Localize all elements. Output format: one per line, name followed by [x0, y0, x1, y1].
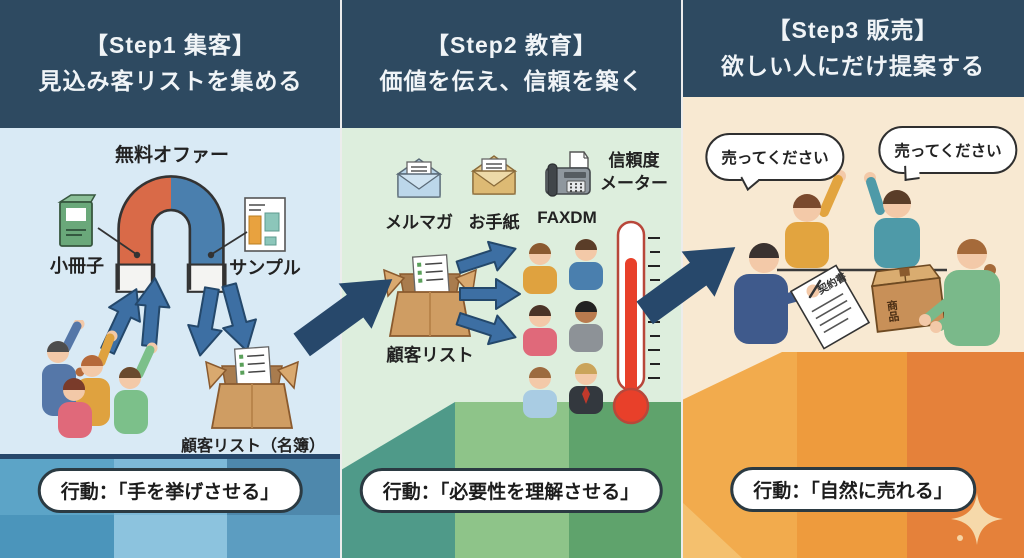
speech-bubble-left: 売ってください [705, 133, 845, 181]
step1-band-topline [0, 454, 341, 459]
right-arrow-icon [455, 240, 517, 274]
step2-header-line2: 価値を伝え、信頼を築く [379, 68, 644, 94]
trust-meter-label: 信頼度 メーター [600, 150, 668, 196]
letter-envelope-icon [470, 155, 518, 195]
customer-list-box-icon [383, 254, 477, 337]
down-arrow-icon [221, 282, 257, 352]
letter-label: お手紙 [468, 213, 520, 232]
customer-list-label: 顧客リスト [386, 345, 474, 365]
free-offer-label: 無料オファー [114, 145, 230, 166]
step1-action-text: 行動：「手を挙げさせる」 [60, 482, 280, 503]
step1-header-line2: 見込み客リストを集める [38, 68, 303, 94]
step1-action-pill: 行動：「手を挙げさせる」 [37, 468, 303, 513]
trust-meter-label-line2: メーター [600, 173, 668, 193]
panel-divider [340, 0, 342, 558]
step2-header-line1: 【Step2 教育】 [425, 32, 598, 59]
up-arrow-icon [134, 277, 171, 348]
sales-scene [734, 170, 1000, 350]
sparkle-icon [951, 493, 1003, 545]
raising-hands-people [42, 320, 158, 438]
newsletter-envelope-icon [395, 158, 443, 198]
customer-list-box-icon [205, 346, 299, 429]
sample-label: サンプル [229, 258, 301, 278]
step3-action-text: 行動：「自然に売れる」 [753, 481, 953, 502]
sample-icon [244, 197, 286, 252]
speech-bubble-right-text: 売ってください [894, 143, 1002, 160]
trust-meter-label-line1: 信頼度 [608, 151, 660, 170]
step3-header: 【Step3 販売】 欲しい人にだけ提案する [682, 0, 1024, 97]
step1-to-step2-arrow [293, 279, 393, 357]
booklet-icon [57, 194, 97, 247]
step2-to-step3-arrow [636, 247, 736, 325]
step2-action-text: 行動：「必要性を理解させる」 [382, 482, 640, 503]
booklet-label: 小冊子 [50, 256, 104, 276]
step2-flow-arrows [455, 240, 521, 346]
customer-list-box-label: 顧客リスト（名簿） [180, 438, 326, 455]
fax-machine-icon [545, 151, 591, 197]
right-arrow-icon [455, 312, 517, 346]
down-arrow-icon [187, 286, 223, 357]
step3-header-line2: 欲しい人にだけ提案する [721, 52, 985, 79]
newsletter-label: メルマガ [385, 213, 453, 232]
magnet-icon [115, 175, 227, 293]
step1-header: 【Step1 集客】 見込み客リストを集める [0, 0, 341, 128]
product-label: 商品 [884, 299, 900, 323]
fax-label: FAXDM [537, 208, 597, 227]
step2-header: 【Step2 教育】 価値を伝え、信頼を築く [341, 0, 682, 128]
step3-header-line1: 【Step3 販売】 [767, 16, 939, 43]
speech-bubble-right: 売ってください [878, 126, 1018, 174]
step3-action-pill: 行動：「自然に売れる」 [730, 467, 976, 512]
right-arrow-icon [459, 278, 521, 310]
step1-header-line1: 【Step1 集客】 [84, 32, 257, 59]
customer-people-grid [523, 239, 603, 418]
speech-bubble-left-text: 売ってください [721, 150, 829, 167]
step2-action-pill: 行動：「必要性を理解させる」 [359, 468, 663, 513]
thermometer-icon [612, 220, 660, 425]
